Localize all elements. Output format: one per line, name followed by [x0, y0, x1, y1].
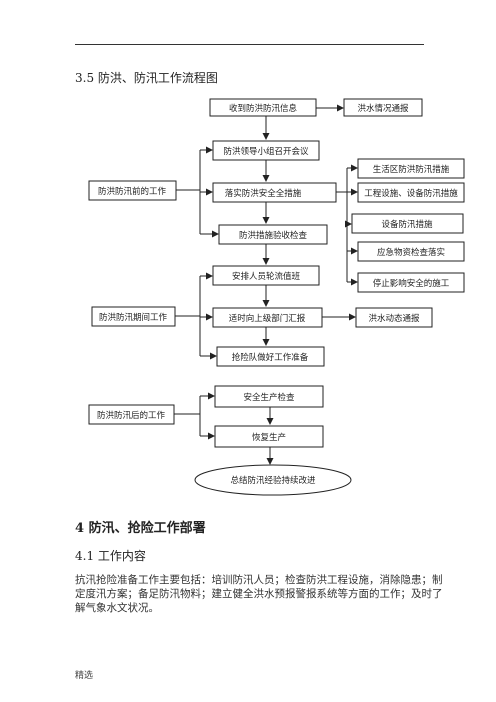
content-paragraph: 抗汛抢险准备工作主要包括：培训防汛人员；检查防洪工程设施，消除隐患；制 定度汛方…	[75, 573, 443, 615]
acceptance-box	[218, 224, 328, 245]
measure-box-2	[357, 182, 465, 203]
measure-label-1: 生活区防洪防汛措施	[373, 164, 450, 175]
resume-label: 恢复生产	[252, 432, 286, 443]
flood-notice-box	[343, 98, 423, 117]
paragraph-line-1: 抗汛抢险准备工作主要包括：培训防汛人员；检查防洪工程设施，消除隐患；制	[75, 574, 443, 586]
receive-info-label: 收到防洪防汛信息	[229, 103, 298, 114]
rescue-box	[216, 346, 325, 367]
meeting-box	[212, 140, 320, 161]
flood-dynamic-box	[355, 307, 433, 328]
summary-label: 总结防汛经验持续改进	[230, 475, 316, 486]
implement-box	[212, 182, 337, 203]
measure-label-2: 工程设施、设备防汛措施	[364, 188, 458, 199]
duty-box	[212, 265, 320, 286]
flood-notice-label: 洪水情况通报	[357, 103, 409, 114]
receive-info-box	[209, 98, 317, 117]
phase-during-label: 防洪防汛期间工作	[99, 312, 168, 323]
phase-before-box	[88, 180, 177, 201]
phase-after-label: 防洪防汛后的工作	[97, 410, 166, 421]
report-box	[212, 307, 323, 328]
safety-check-box	[214, 385, 324, 408]
acceptance-label: 防洪措施验收检查	[239, 230, 308, 241]
report-label: 适时向上级部门汇报	[229, 313, 306, 324]
resume-box	[214, 425, 324, 448]
flood-dynamic-label: 洪水动态通报	[368, 313, 420, 324]
header-rule	[75, 44, 424, 45]
phase-during-box	[91, 306, 176, 327]
heading-4-1: 4.1 工作内容	[75, 549, 146, 563]
phase-before-label: 防洪防汛前的工作	[98, 186, 167, 197]
measure-box-4	[357, 241, 465, 262]
section-title: 3.5 防洪、防汛工作流程图	[75, 71, 218, 85]
paragraph-line-2: 定度汛方案；备足防汛物料；建立健全洪水预报警报系统等方面的工作；及时了	[75, 588, 443, 600]
footer-label: 精选	[75, 671, 94, 681]
implement-label: 落实防洪安全全措施	[225, 188, 302, 199]
heading-4: 4 防汛、抢险工作部署	[75, 521, 206, 536]
measure-label-4: 应急物资检查落实	[377, 247, 445, 258]
measure-box-1	[357, 158, 465, 179]
rescue-label: 抢险队做好工作准备	[232, 352, 309, 363]
phase-after-box	[88, 404, 175, 425]
measure-label-3: 设备防汛措施	[381, 219, 433, 230]
measure-box-3	[351, 213, 464, 234]
paragraph-line-3: 解气象水文状况。	[75, 602, 159, 614]
summary-ellipse	[194, 464, 352, 496]
meeting-label: 防洪领导小组召开会议	[223, 146, 309, 157]
measure-label-5: 停止影响安全的施工	[373, 278, 450, 289]
safety-check-label: 安全生产检查	[243, 392, 295, 403]
duty-label: 安排人员轮流值班	[232, 271, 301, 282]
measure-box-5	[357, 272, 465, 293]
